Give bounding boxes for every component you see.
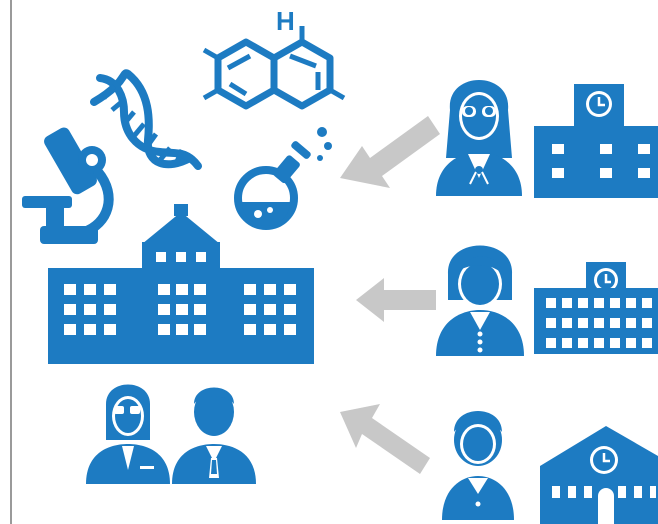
arrow-icon — [340, 116, 440, 474]
high-school-building-icon — [534, 84, 658, 198]
left-border — [10, 0, 12, 524]
molecule-icon: H — [202, 6, 346, 110]
elementary-school-building-icon — [540, 426, 658, 524]
microscope-icon — [22, 127, 114, 244]
flask-icon — [234, 127, 332, 230]
university-building-icon — [48, 204, 314, 364]
atom-label: H — [276, 6, 295, 36]
middle-school-building-icon — [534, 262, 658, 354]
researchers-icon — [86, 384, 256, 484]
elementary-student-icon — [442, 411, 514, 520]
middle-school-student-icon — [436, 245, 524, 356]
high-school-girl-icon — [436, 80, 522, 196]
dna-icon — [90, 69, 202, 170]
